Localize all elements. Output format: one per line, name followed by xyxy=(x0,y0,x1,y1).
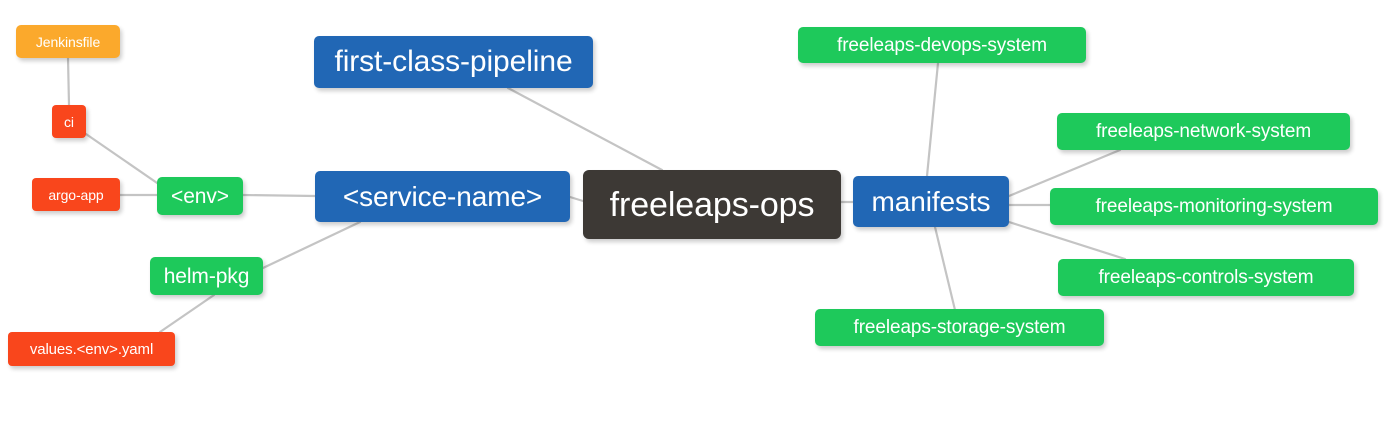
edge-firstclasspipeline-root xyxy=(506,86,664,172)
node-jenkinsfile-label: Jenkinsfile xyxy=(35,33,101,50)
node-freeleaps-storage-system-label: freeleaps-storage-system xyxy=(853,317,1066,338)
edge-valuesyaml-helmpkg xyxy=(158,293,216,334)
node-jenkinsfile[interactable]: Jenkinsfile xyxy=(16,25,120,58)
node-service-name-label: <service-name> xyxy=(342,180,543,212)
node-ci-label: ci xyxy=(64,113,74,130)
node-argo-app[interactable]: argo-app xyxy=(32,178,120,211)
node-freeleaps-monitoring-system[interactable]: freeleaps-monitoring-system xyxy=(1050,188,1378,225)
node-freeleaps-network-system[interactable]: freeleaps-network-system xyxy=(1057,113,1350,150)
node-freeleaps-devops-system-label: freeleaps-devops-system xyxy=(837,34,1047,56)
edge-jenkinsfile-ci xyxy=(66,56,71,107)
edge-manifests-devopssystem xyxy=(925,61,940,178)
edge-env-servicename xyxy=(241,193,317,198)
node-root-label: freeleaps-ops xyxy=(609,185,815,224)
edge-servicename-root xyxy=(568,195,585,203)
node-helm-pkg-label: helm-pkg xyxy=(163,264,250,288)
node-freeleaps-controls-system[interactable]: freeleaps-controls-system xyxy=(1058,259,1354,296)
node-manifests-label: manifests xyxy=(871,185,991,217)
node-manifests[interactable]: manifests xyxy=(853,176,1009,227)
node-env[interactable]: <env> xyxy=(157,177,243,215)
node-root-freeleaps-ops[interactable]: freeleaps-ops xyxy=(583,170,841,239)
node-freeleaps-devops-system[interactable]: freeleaps-devops-system xyxy=(798,27,1086,63)
node-freeleaps-monitoring-system-label: freeleaps-monitoring-system xyxy=(1095,196,1333,217)
node-ci[interactable]: ci xyxy=(52,105,86,138)
node-first-class-pipeline[interactable]: first-class-pipeline xyxy=(314,36,593,88)
node-service-name[interactable]: <service-name> xyxy=(315,171,570,222)
node-freeleaps-network-system-label: freeleaps-network-system xyxy=(1095,121,1312,142)
node-values-yaml[interactable]: values.<env>.yaml xyxy=(8,332,175,366)
node-argo-app-label: argo-app xyxy=(48,186,104,203)
edge-manifests-storagesystem xyxy=(933,225,957,312)
edge-helmpkg-servicename xyxy=(261,220,362,270)
node-values-yaml-label: values.<env>.yaml xyxy=(29,340,154,358)
node-helm-pkg[interactable]: helm-pkg xyxy=(150,257,263,295)
node-freeleaps-controls-system-label: freeleaps-controls-system xyxy=(1098,267,1314,288)
node-first-class-pipeline-label: first-class-pipeline xyxy=(334,45,573,78)
edge-manifests-controlssystem xyxy=(1007,220,1127,261)
node-env-label: <env> xyxy=(171,184,229,208)
node-freeleaps-storage-system[interactable]: freeleaps-storage-system xyxy=(815,309,1104,346)
